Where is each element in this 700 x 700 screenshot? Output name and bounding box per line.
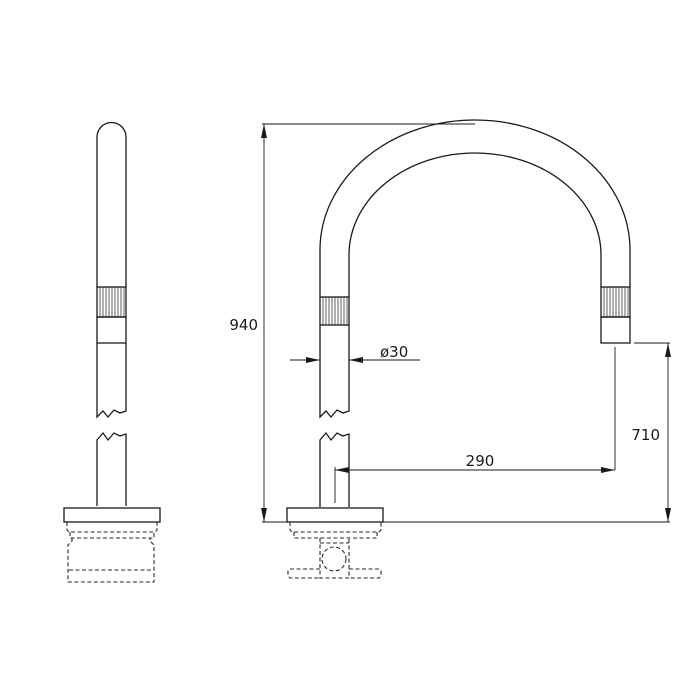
spout-inner-arc [348, 152, 602, 297]
right-knurl-lines [603, 287, 629, 317]
side-hidden-ring-1 [66, 522, 158, 533]
arrow-left-icon [349, 357, 363, 363]
arrow-down-icon [665, 508, 671, 522]
side-tube-top [96, 121, 127, 287]
side-knurl-lines [99, 287, 125, 317]
outlet-nozzle [600, 316, 631, 344]
front-hidden-right-arm [349, 568, 382, 579]
left-riser-upper-break [319, 325, 350, 419]
front-base-flange [286, 507, 384, 523]
dim-label-diameter: ø30 [380, 343, 408, 361]
left-knurl-lines [322, 297, 348, 325]
left-knurled-collar [319, 296, 350, 326]
front-hidden-stem [319, 538, 350, 579]
arrow-right-icon [306, 357, 320, 363]
side-base-flange [63, 507, 161, 523]
front-hidden-left-arm [287, 568, 320, 579]
side-ring [96, 316, 127, 344]
arrow-left-icon [335, 467, 349, 473]
arrow-down-icon [261, 508, 267, 522]
dim-label-940: 940 [229, 316, 258, 334]
dimension-290: 290 [335, 347, 616, 473]
dim-label-290: 290 [466, 452, 495, 470]
side-hidden-ring-2 [69, 532, 155, 539]
side-view [63, 121, 161, 583]
arrow-up-icon [665, 343, 671, 357]
side-tube-upper-break [96, 343, 127, 419]
front-hidden-ring-1 [289, 522, 382, 533]
dim-label-710: 710 [631, 426, 660, 444]
arrow-right-icon [601, 467, 615, 473]
right-knurled-collar [600, 286, 631, 318]
front-hidden-connector-circle [321, 546, 347, 572]
side-tube-lower-break [96, 431, 127, 506]
arrow-up-icon [261, 124, 267, 138]
dimension-940: 940 [229, 123, 475, 523]
front-view [286, 119, 631, 579]
left-riser-lower-break [319, 431, 350, 507]
spout-outer-arc [319, 119, 631, 297]
front-hidden-ring-2 [293, 532, 378, 539]
side-knurled-collar [96, 286, 127, 318]
dimension-diameter: ø30 [290, 343, 420, 363]
side-hidden-body [67, 538, 155, 583]
dimension-710: 710 [383, 342, 671, 523]
